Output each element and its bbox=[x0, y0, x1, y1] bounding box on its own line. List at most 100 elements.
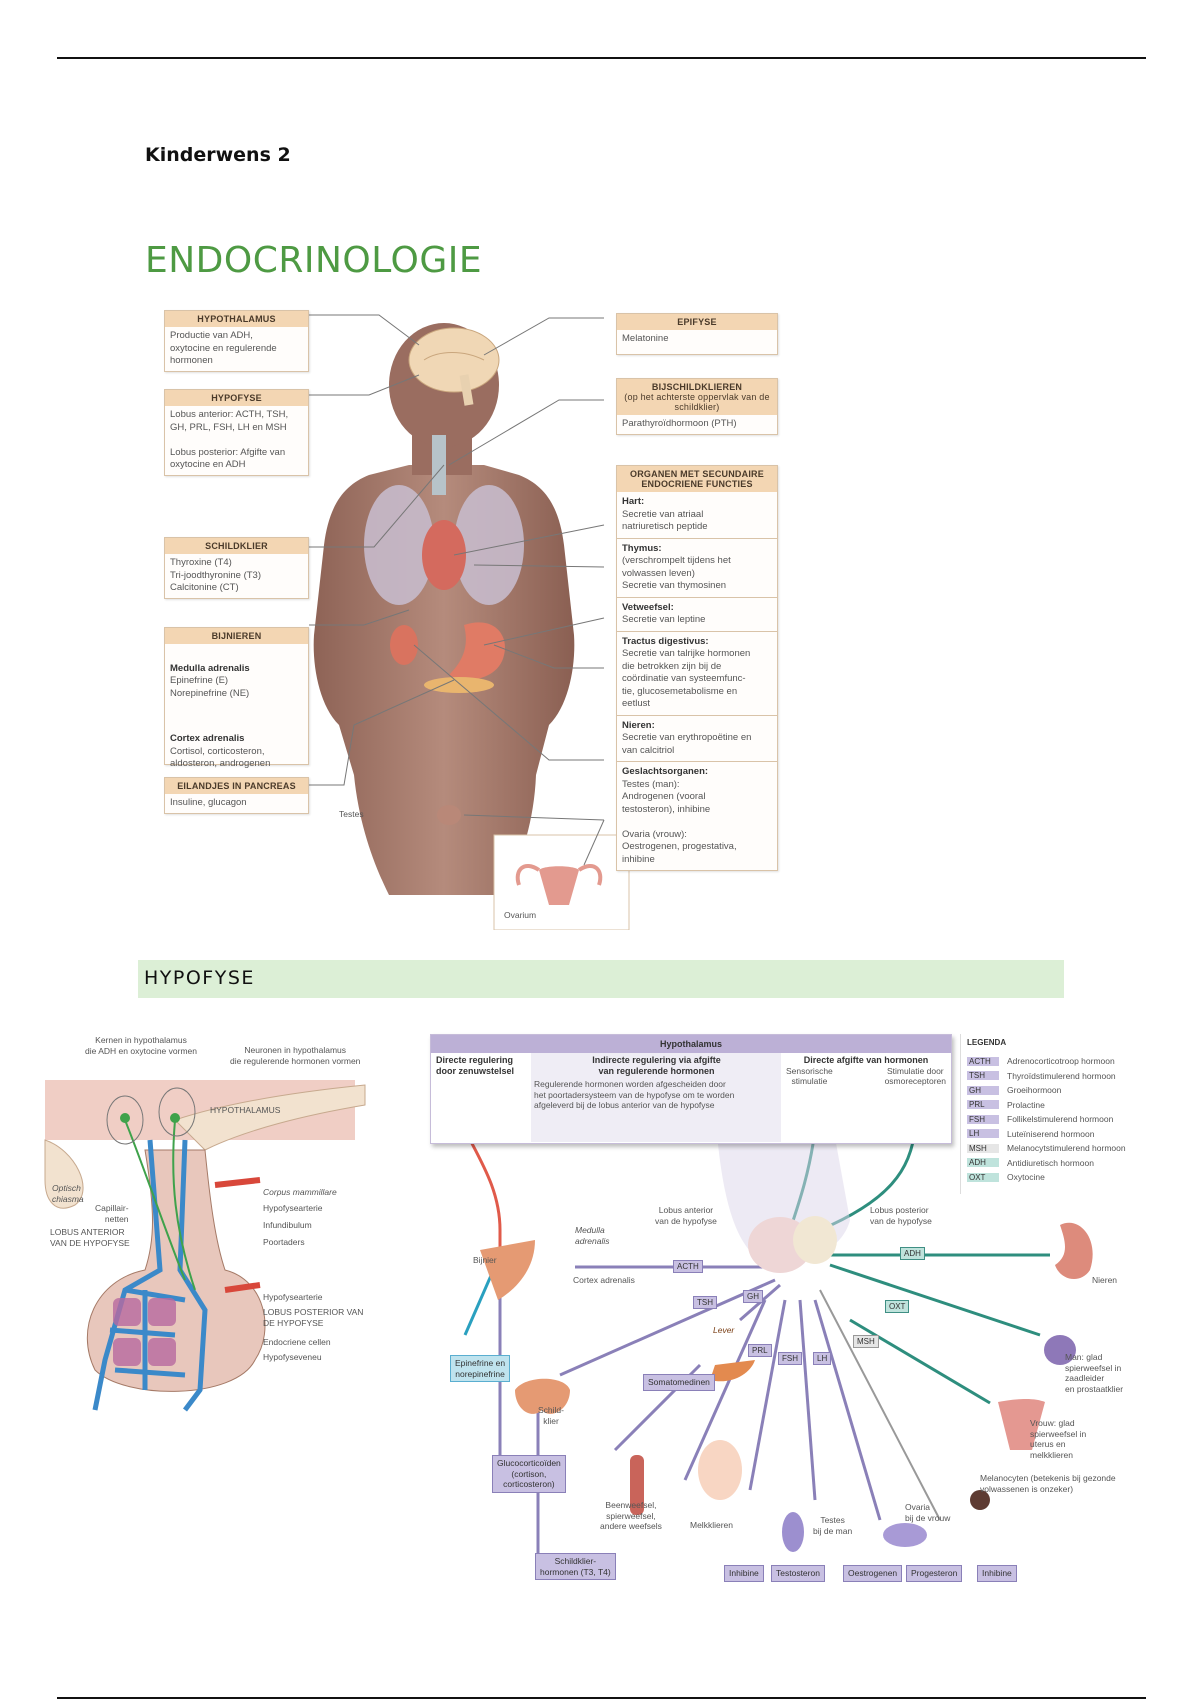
legend-abbr: FSH bbox=[967, 1114, 999, 1124]
label-lobus-posterior: Lobus posterior van de hypofyse bbox=[870, 1205, 932, 1226]
label-hypofyseveneu: Hypofyseveneu bbox=[263, 1352, 322, 1362]
legend-item: FSH Follikelstimulerend hormoon bbox=[967, 1113, 1151, 1125]
tag-lh: LH bbox=[813, 1352, 832, 1365]
legend-name: Oxytocine bbox=[1007, 1172, 1045, 1182]
medulla-heading: Medulla adrenalis bbox=[170, 662, 250, 674]
pancreas-icon bbox=[424, 677, 494, 693]
adrenal-icon bbox=[480, 1240, 535, 1300]
pituitary-anatomy-figure: Kernen in hypothalamus die ADH en oxytoc… bbox=[35, 1030, 405, 1430]
label-kernen: Kernen in hypothalamus die ADH en oxytoc… bbox=[85, 1035, 197, 1056]
label-neuronen: Neuronen in hypothalamus die regulerende… bbox=[230, 1045, 361, 1066]
organ-nieren: Nieren:Secretie van erythropoëtine en va… bbox=[617, 714, 777, 762]
legend-name: Groeihormoon bbox=[1007, 1085, 1062, 1095]
legend-name: Melanocytstimulerend hormoon bbox=[1007, 1143, 1126, 1153]
tag-prl: PRL bbox=[748, 1344, 772, 1357]
label-schildklier: Schild- klier bbox=[538, 1405, 564, 1426]
label-man-smooth-muscle: Man: glad spierweefsel in zaadleider en … bbox=[1065, 1352, 1124, 1394]
uterus-icon bbox=[998, 1399, 1045, 1450]
portal-veins bbox=[92, 1139, 208, 1412]
box-body: Insuline, glucagon bbox=[170, 797, 247, 808]
organ-hart: Hart:Secretie van atriaal natriuretisch … bbox=[622, 496, 708, 532]
info-box-hypofyse: HYPOFYSE Lobus anterior: ACTH, TSH, GH, … bbox=[164, 389, 309, 476]
legend-name: Prolactine bbox=[1007, 1099, 1045, 1110]
muscle-icon bbox=[630, 1455, 644, 1515]
label-optisch-chiasma: Optisch chiasma bbox=[52, 1183, 84, 1204]
legend-name: Thyroïdstimulerend hormoon bbox=[1007, 1070, 1116, 1081]
output-schildklierhormonen: Schildklier- hormonen (T3, T4) bbox=[535, 1553, 616, 1580]
legend-abbr: OXT bbox=[967, 1172, 999, 1182]
box-body: Lobus anterior: ACTH, TSH, GH, PRL, FSH,… bbox=[170, 409, 289, 470]
label-nieren: Nieren bbox=[1092, 1275, 1118, 1285]
box-title: EPIFYSE bbox=[617, 314, 777, 330]
tag-gh: GH bbox=[743, 1290, 763, 1303]
label-vrouw-smooth-muscle: Vrouw: glad spierweefsel in uterus en me… bbox=[1030, 1418, 1087, 1460]
legend-title: LEGENDA bbox=[967, 1038, 1007, 1047]
label-medulla: Medulla adrenalis bbox=[575, 1225, 610, 1246]
endocrine-body-figure: HYPOTHALAMUS Productie van ADH, oxytocin… bbox=[164, 305, 784, 930]
melanocyte-icon bbox=[970, 1490, 990, 1510]
legend-abbr: PRL bbox=[967, 1100, 999, 1109]
output-testosteron: Testosteron bbox=[771, 1565, 825, 1582]
info-box-bijnieren: BIJNIEREN Medulla adrenalis Epinefrine (… bbox=[164, 627, 309, 769]
tag-msh: MSH bbox=[853, 1335, 879, 1348]
label-testes: Testes bij de man bbox=[813, 1515, 853, 1536]
legend-item: PRL Prolactine bbox=[967, 1099, 1151, 1111]
label-osmoreceptoren: Stimulatie door osmoreceptoren bbox=[884, 1065, 946, 1087]
box-body: Parathyroïdhormoon (PTH) bbox=[622, 418, 737, 429]
tag-oxt: OXT bbox=[885, 1300, 910, 1313]
label-poortaders: Poortaders bbox=[263, 1237, 305, 1247]
output-somatomedinen: Somatomedinen bbox=[643, 1374, 715, 1391]
tag-fsh: FSH bbox=[778, 1352, 802, 1365]
info-box-bijschildklieren: BIJSCHILDKLIEREN (op het achterste opper… bbox=[616, 378, 778, 435]
info-box-secundaire-organen: ORGANEN MET SECUNDAIRE ENDOCRIENE FUNCTI… bbox=[616, 465, 778, 871]
box-title: HYPOTHALAMUS bbox=[165, 311, 308, 327]
tag-tsh: TSH bbox=[693, 1296, 717, 1309]
legend-name: Adrenocorticotroop hormoon bbox=[1007, 1056, 1115, 1066]
legend-abbr: ACTH bbox=[967, 1056, 999, 1066]
legend-abbr: GH bbox=[967, 1085, 999, 1095]
pituitary-anatomy-illustration bbox=[44, 1080, 366, 1412]
info-box-epifyse: EPIFYSE Melatonine bbox=[616, 313, 778, 355]
human-body-illustration bbox=[309, 314, 630, 930]
legend-abbr: LH bbox=[967, 1129, 999, 1138]
leader-lines bbox=[309, 314, 605, 866]
label-ovarium: Ovarium bbox=[504, 910, 537, 920]
label-cortex: Cortex adrenalis bbox=[573, 1275, 635, 1285]
label-testes: Testes bbox=[339, 809, 364, 819]
box-subtitle: (op het achterste oppervlak van de schil… bbox=[624, 392, 770, 412]
info-box-pancreas: EILANDJES IN PANCREAS Insuline, glucagon bbox=[164, 777, 309, 814]
section-heading-hypofyse-bar: HYPOFYSE bbox=[138, 960, 1064, 998]
medulla-text: Epinefrine (E) Norepinefrine (NE) bbox=[170, 675, 250, 699]
testes-icon bbox=[437, 805, 461, 825]
legend-name: Follikelstimulerend hormoon bbox=[1007, 1114, 1114, 1124]
document-title: Kinderwens 2 bbox=[145, 144, 291, 166]
label-corpus-mammillare: Corpus mammillare bbox=[263, 1187, 337, 1197]
hormone-pathway-lines bbox=[463, 1110, 1093, 1570]
label-lobus-posterior: LOBUS POSTERIOR VAN DE HYPOFYSE bbox=[263, 1307, 364, 1328]
label-sensorische-stimulatie: Sensorische stimulatie bbox=[786, 1065, 833, 1087]
label-capillairnetten: Capillair- netten bbox=[95, 1203, 129, 1224]
legend-abbr: ADH bbox=[967, 1158, 999, 1167]
organ-tractus-digestivus: Tractus digestivus:Secretie van talrijke… bbox=[617, 630, 777, 715]
hypothalamus-panel-title: Hypothalamus bbox=[431, 1035, 951, 1053]
box-body: Productie van ADH, oxytocine en regulere… bbox=[170, 330, 277, 366]
footer-rule bbox=[57, 1697, 1146, 1699]
output-epinefrine: Epinefrine en norepinefrine bbox=[450, 1355, 511, 1382]
kidney-icon bbox=[1055, 1222, 1093, 1280]
box-title: BIJSCHILDKLIEREN bbox=[651, 382, 743, 392]
box-body: Melatonine bbox=[622, 333, 669, 344]
breast-icon bbox=[698, 1440, 742, 1500]
label-lobus-anterior: Lobus anterior van de hypofyse bbox=[655, 1205, 717, 1226]
output-inhibine-vrouw: Inhibine bbox=[977, 1565, 1017, 1582]
legend-item: ACTH Adrenocorticotroop hormoon bbox=[967, 1055, 1151, 1067]
box-title: ORGANEN MET SECUNDAIRE ENDOCRIENE FUNCTI… bbox=[617, 466, 777, 492]
organ-vetweefsel: Vetweefsel:Secretie van leptine bbox=[617, 596, 777, 631]
label-bijnier: Bijnier bbox=[473, 1255, 497, 1265]
label-melanocyten: Melanocyten (betekenis bij gezonde volwa… bbox=[980, 1473, 1116, 1494]
label-ovaria: Ovaria bij de vrouw bbox=[905, 1502, 951, 1523]
info-box-hypothalamus: HYPOTHALAMUS Productie van ADH, oxytocin… bbox=[164, 310, 309, 372]
